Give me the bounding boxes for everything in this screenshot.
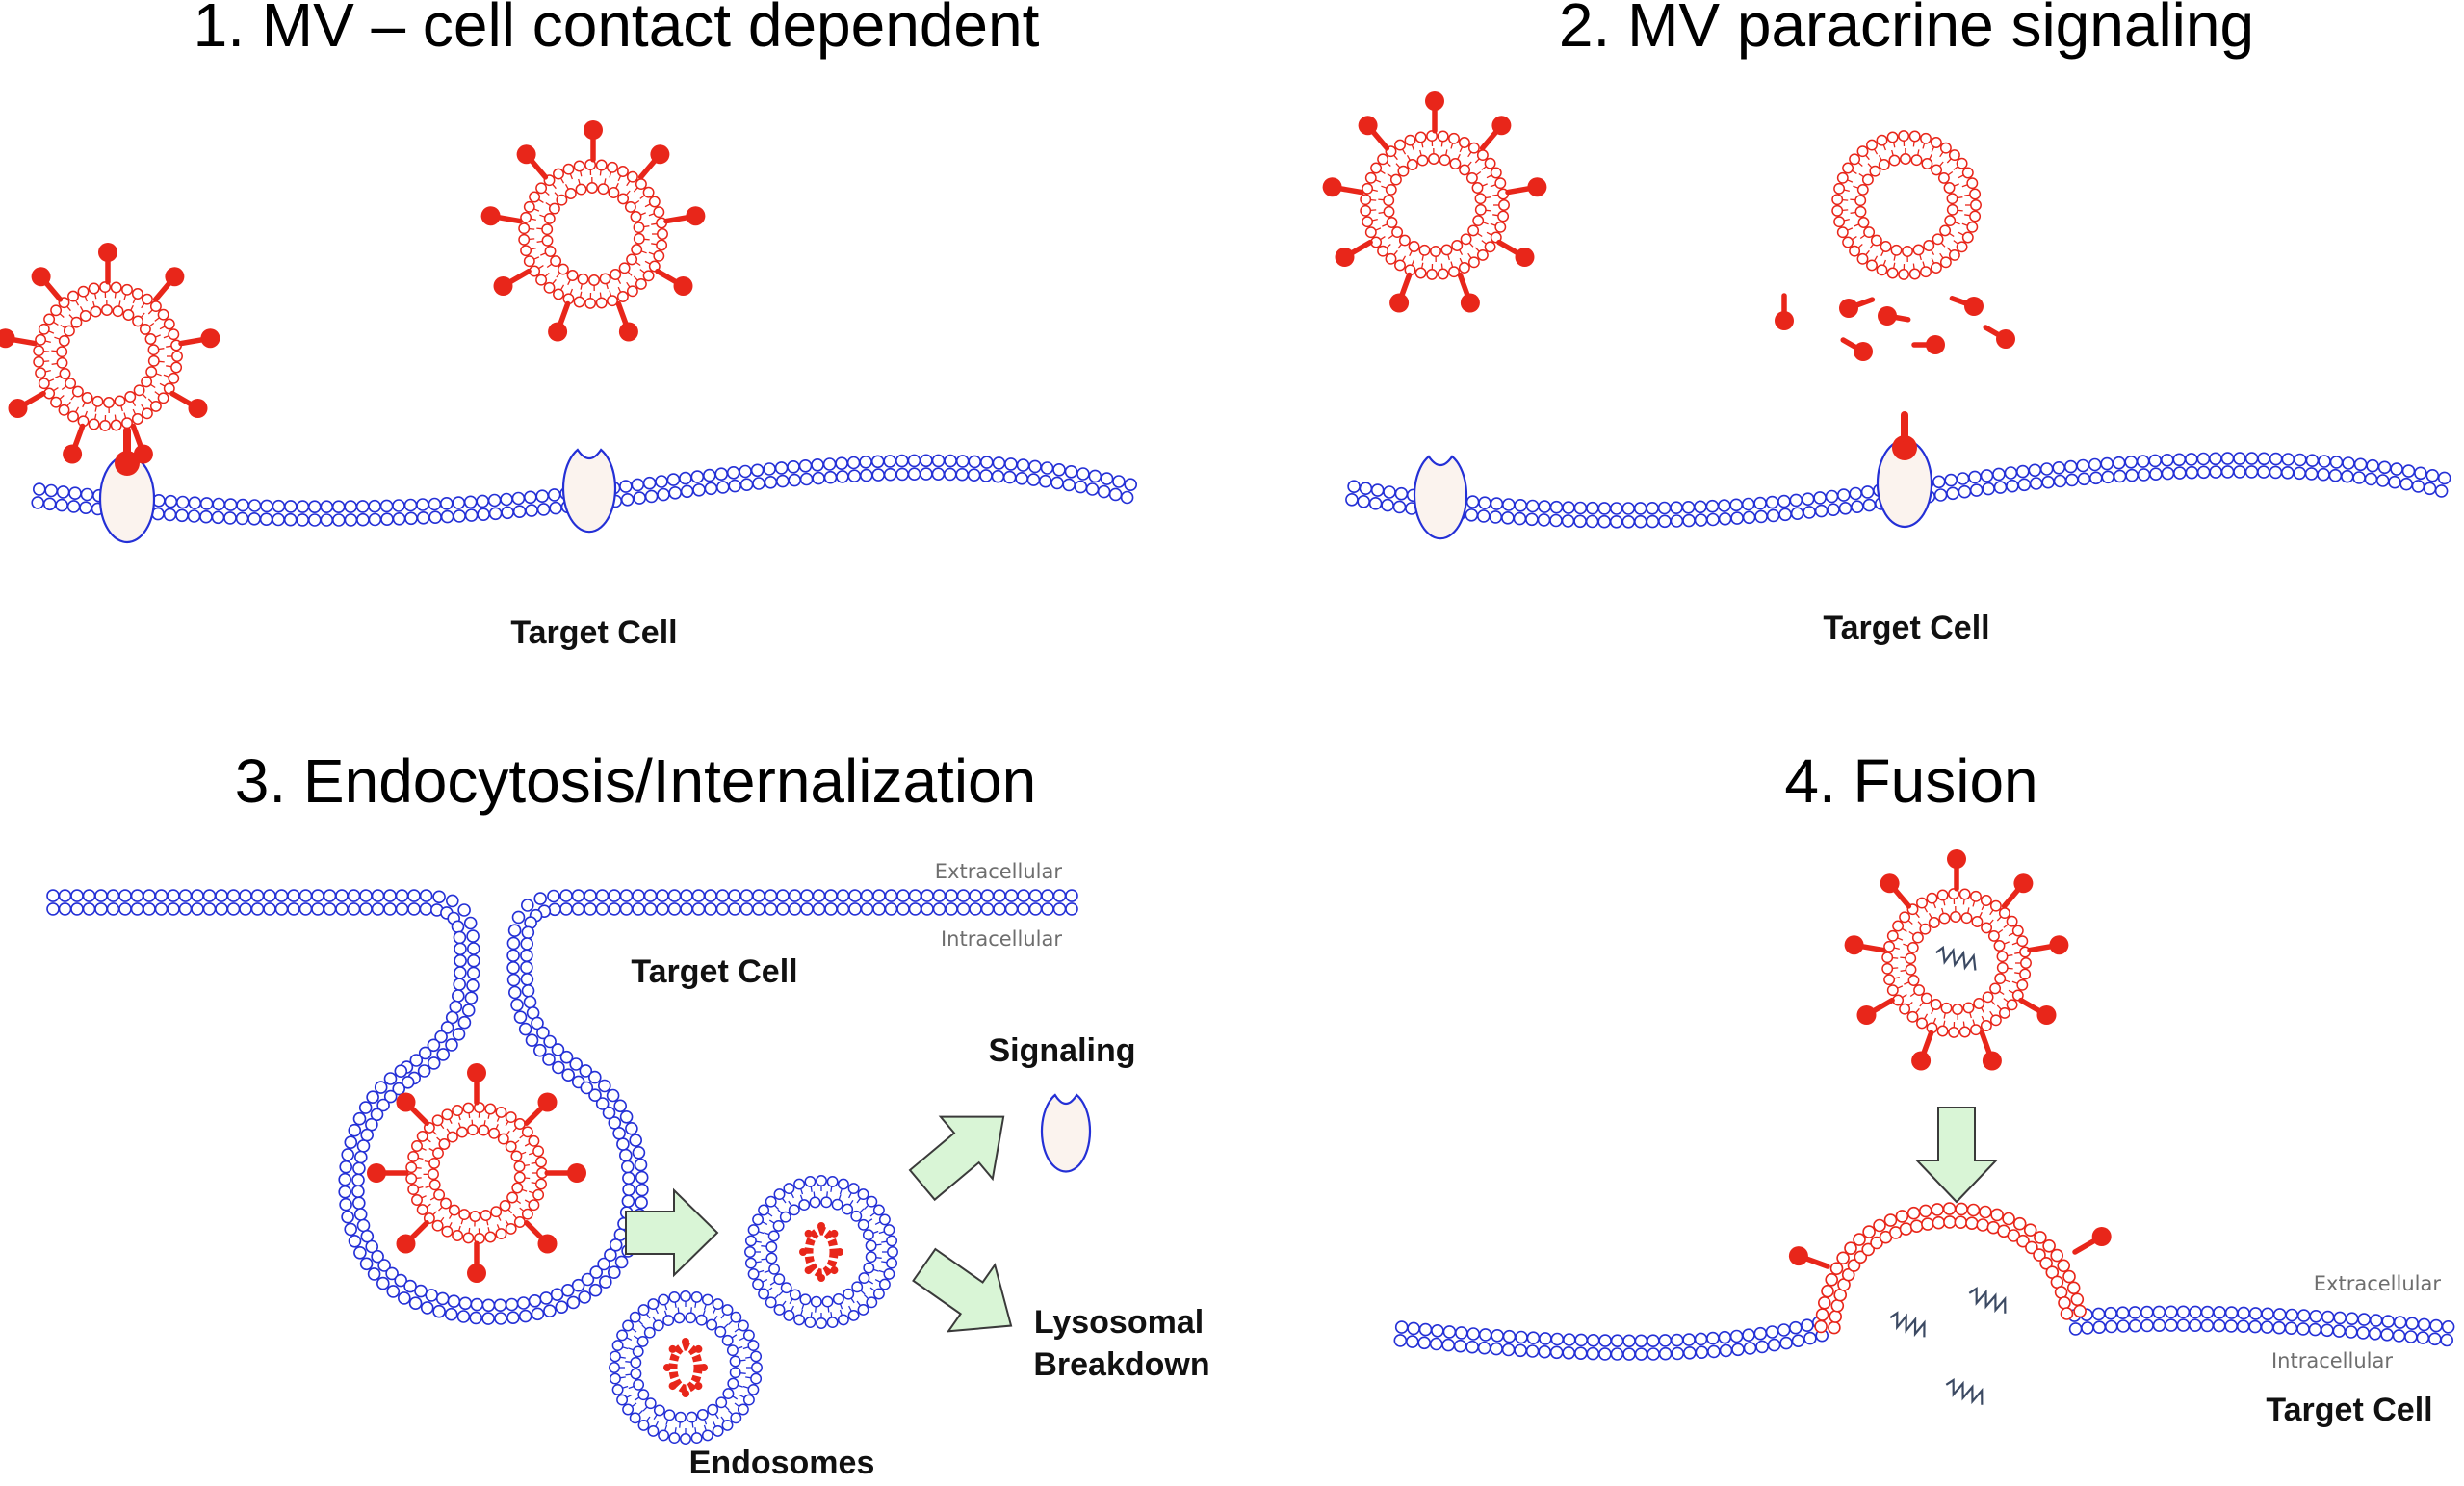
membrane-panel1 bbox=[31, 454, 1137, 527]
vesicle-panel2-decorated bbox=[1322, 91, 1547, 313]
membrane-panel4-fused bbox=[1393, 1202, 2455, 1361]
arrow-to-lysosome bbox=[912, 1247, 1013, 1333]
membrane-panel3-invagination bbox=[46, 889, 1078, 1325]
panel2-title: 2. MV paracrine signaling bbox=[1559, 0, 2254, 60]
panel-1: Target Cell bbox=[0, 120, 1137, 651]
panel1-title: 1. MV – cell contact dependent bbox=[194, 0, 1040, 60]
arrow-down-fusion bbox=[1914, 1107, 1999, 1204]
vesicle-panel1-left bbox=[0, 243, 220, 464]
cargo-released bbox=[1889, 1287, 2007, 1405]
vesicle-panel1-right bbox=[480, 120, 706, 342]
shed-proteins-panel2 bbox=[1775, 293, 2015, 361]
receptor-bound-panel2 bbox=[1876, 411, 1933, 529]
lysosomal-label: Lysosomal bbox=[1034, 1304, 1204, 1341]
receptor-bound-panel1 bbox=[98, 427, 156, 544]
panel-4: Extracellular Intracellular Target Cell bbox=[1393, 849, 2455, 1428]
vesicle-panel4 bbox=[1844, 849, 2069, 1071]
panel4-title: 4. Fusion bbox=[1784, 746, 2037, 816]
breakdown-label: Breakdown bbox=[1033, 1346, 1209, 1383]
panel3-extracellular-label: Extracellular bbox=[935, 860, 1063, 883]
panel4-target-cell-label: Target Cell bbox=[2266, 1392, 2432, 1428]
vesicle-panel2-plain bbox=[1831, 130, 1982, 280]
arrow-to-signaling bbox=[908, 1115, 1005, 1202]
arrow-to-endosome bbox=[625, 1187, 719, 1278]
panel4-intracellular-label: Intracellular bbox=[2271, 1349, 2393, 1372]
endosome-lower bbox=[609, 1290, 763, 1445]
endosomes-label: Endosomes bbox=[689, 1445, 875, 1481]
panel3-intracellular-label: Intracellular bbox=[941, 927, 1062, 951]
panel3-title: 3. Endocytosis/Internalization bbox=[235, 746, 1036, 816]
signaling-label: Signaling bbox=[989, 1032, 1136, 1069]
panel4-extracellular-label: Extracellular bbox=[2314, 1272, 2442, 1295]
panel2-target-cell-label: Target Cell bbox=[1823, 610, 1989, 646]
endosome-upper bbox=[744, 1175, 898, 1329]
vesicle-panel3-internalized bbox=[367, 1063, 586, 1283]
receptor-signaling bbox=[1040, 1093, 1092, 1173]
panel1-target-cell-label: Target Cell bbox=[510, 614, 677, 651]
panel-2: Target Cell bbox=[1322, 91, 2451, 646]
panel-3: Extracellular Intracellular Target Cell … bbox=[46, 860, 1210, 1481]
receptor-free-panel1 bbox=[561, 448, 617, 534]
panel3-target-cell-label: Target Cell bbox=[631, 953, 797, 990]
receptor-free-panel2 bbox=[1413, 455, 1468, 540]
